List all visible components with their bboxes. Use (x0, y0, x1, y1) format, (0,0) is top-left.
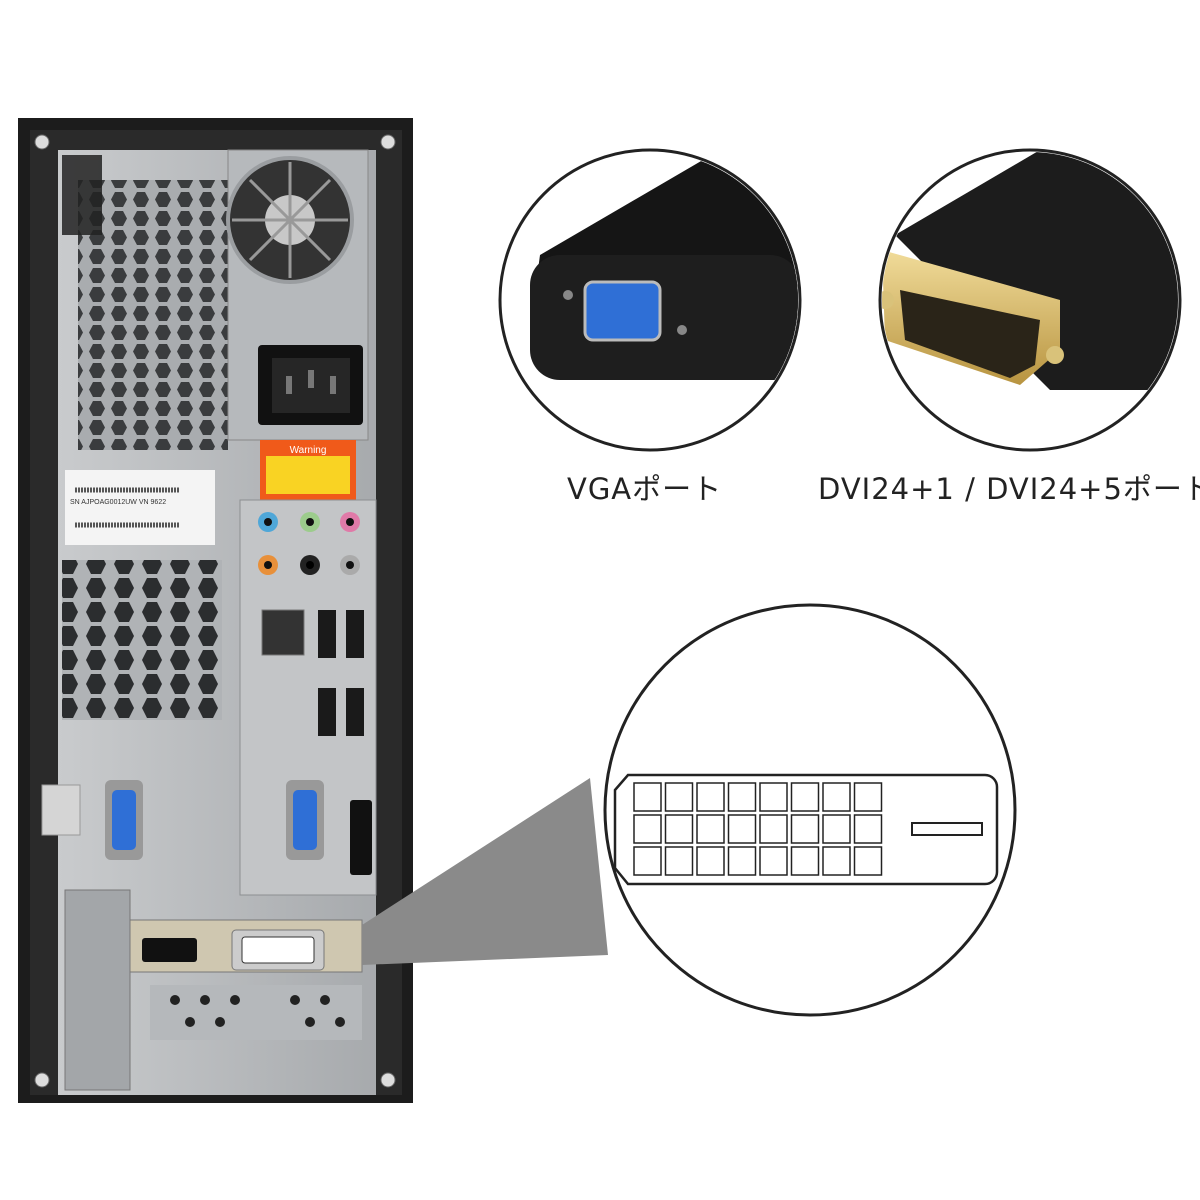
dvi-pin (853, 814, 883, 844)
ethernet-port (261, 609, 305, 656)
dvi-pin (664, 846, 694, 876)
dvi-port-label: DVI24+1 / DVI24+5ポート (818, 472, 1200, 506)
dvi-pin (822, 814, 851, 844)
dvi-ground-blade (911, 822, 983, 836)
vga-closeup (498, 148, 802, 452)
callout-pointer (362, 778, 608, 965)
hdmi-port (350, 800, 372, 875)
serial-number: SN AJPOAG0012UW VN 9622 (70, 499, 166, 506)
audio-jacks (258, 512, 360, 575)
dvi-pin (790, 782, 820, 812)
dvi-pin (853, 846, 883, 876)
dvi-pin (696, 814, 725, 844)
dvi-pin (853, 782, 883, 812)
vent-grille-top (78, 180, 228, 450)
dvi-pin (633, 814, 662, 844)
vent-slots (150, 985, 362, 1040)
dvi-pin (790, 814, 820, 844)
warning-text: Warning (290, 445, 327, 456)
dvi-pin-diagram (603, 603, 1017, 1017)
serial-sticker: SN AJPOAG0012UW VN 9622 (65, 470, 215, 545)
dvi-pin (727, 782, 757, 812)
pc-tower: Warning SN AJPOAG0012UW VN 9622 (18, 118, 413, 1103)
dvi-pin (664, 782, 694, 812)
card-dvi-port (231, 929, 325, 971)
dvi-pin (633, 846, 662, 876)
dvi-pin (696, 846, 725, 876)
dvi-pin (696, 782, 725, 812)
dvi-pin (633, 782, 662, 812)
vga-port-label: VGAポート (567, 472, 723, 506)
dvi-closeup (878, 148, 1182, 452)
dvi-pin (759, 846, 788, 876)
dvi-pin (759, 814, 788, 844)
warning-sticker: Warning (260, 440, 356, 500)
vent-grille-bottom (62, 560, 222, 720)
dvi-pin (759, 782, 788, 812)
dvi-pin (727, 814, 757, 844)
dvi-pin (790, 846, 820, 876)
dvi-pin (822, 782, 851, 812)
card-hdmi-port (142, 938, 197, 962)
usb-ports (318, 610, 364, 736)
vga-connector (583, 280, 662, 342)
vga-port-io (286, 780, 324, 860)
dvi-pin (664, 814, 694, 844)
vga-port-left (105, 780, 143, 860)
dvi-pin (822, 846, 851, 876)
dvi-pin (727, 846, 757, 876)
